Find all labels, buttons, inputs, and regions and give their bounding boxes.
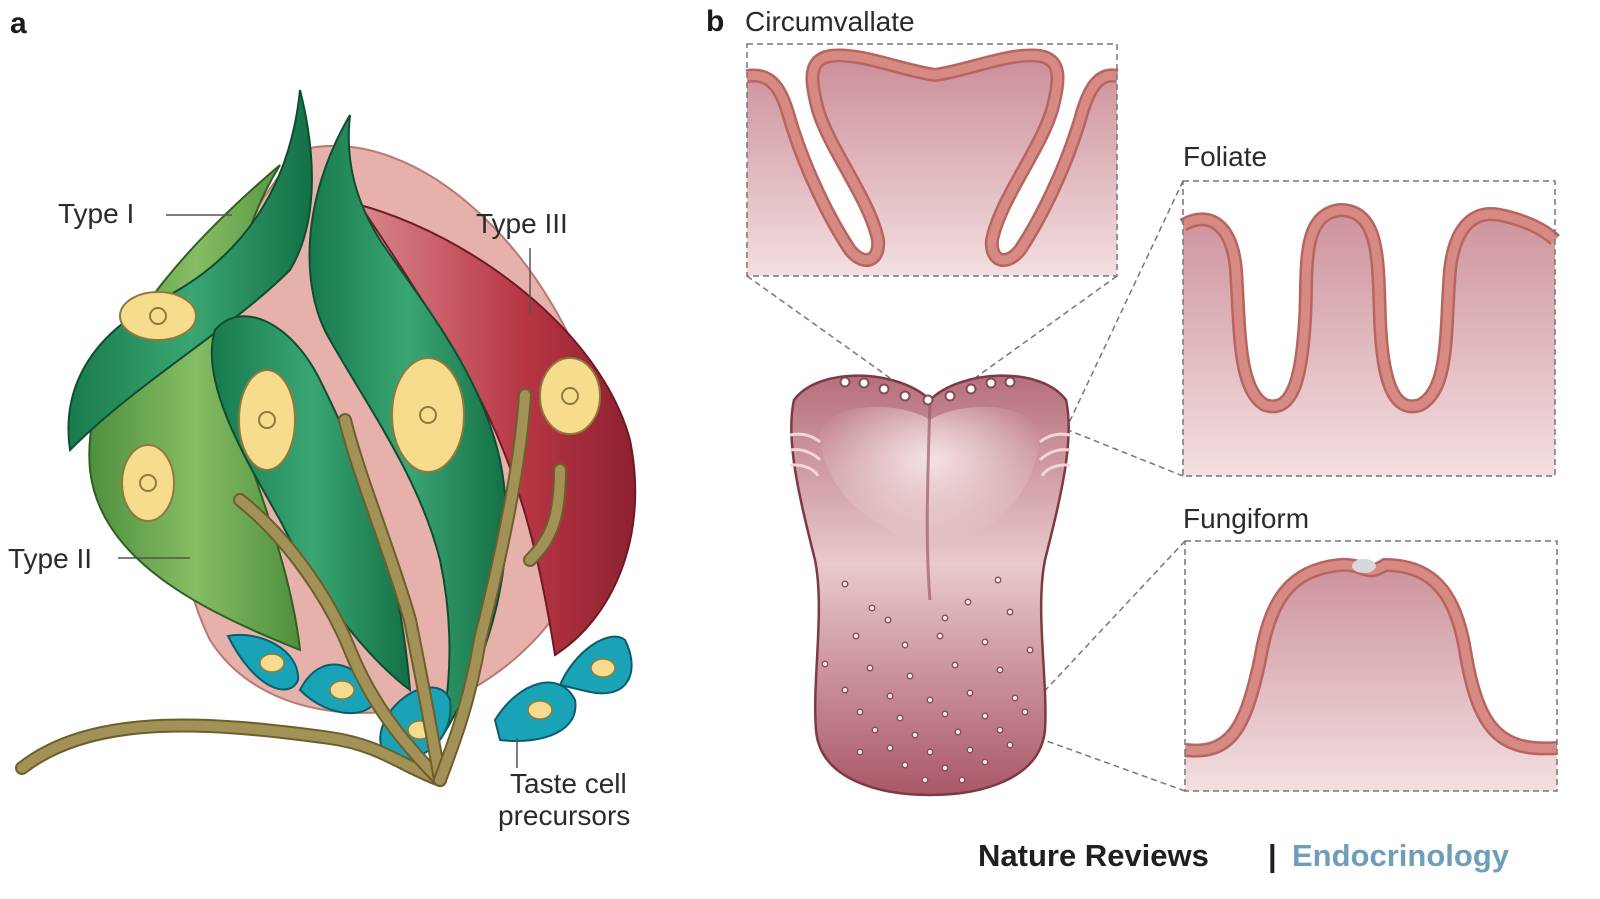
credit-separator: | xyxy=(1268,838,1277,873)
circumvallate-box xyxy=(745,43,1119,277)
label-type-i: Type I xyxy=(58,198,134,229)
fungiform-taste-pore xyxy=(1352,559,1376,573)
panel-a-letter: a xyxy=(10,7,27,40)
circumvallate-papillae-row xyxy=(839,376,1016,406)
label-precursors-line1: Taste cell xyxy=(510,768,627,799)
nerve-fibres xyxy=(15,388,567,787)
label-type-iii: Type III xyxy=(476,208,568,239)
panel-a-taste-bud: a Type I Type II Type III Taste cell pre… xyxy=(8,7,637,831)
type-i-nucleus xyxy=(119,291,197,341)
journal-credit: Nature Reviews | Endocrinology xyxy=(978,838,1510,873)
type-ii-nucleus xyxy=(121,444,175,522)
type-ii-tall-nucleus xyxy=(391,357,465,473)
fungiform-box xyxy=(1184,540,1558,792)
label-precursors-line2: precursors xyxy=(498,800,630,831)
fungiform-papillae-dots xyxy=(821,576,1034,784)
panel-b-letter: b xyxy=(706,5,724,38)
credit-journal: Nature Reviews xyxy=(978,838,1209,873)
type-iii-nucleus xyxy=(539,357,601,435)
tongue xyxy=(789,374,1071,797)
label-circumvallate: Circumvallate xyxy=(745,6,915,37)
label-type-ii: Type II xyxy=(8,543,92,574)
panel-b-papillae: b Circumvallate Foliate Fung xyxy=(706,5,1560,797)
label-fungiform: Fungiform xyxy=(1183,503,1309,534)
credit-section: Endocrinology xyxy=(1292,838,1510,873)
panel-a-leader-lines xyxy=(118,214,531,768)
label-foliate: Foliate xyxy=(1183,141,1267,172)
zoom-connectors xyxy=(746,180,1186,792)
type-i-cell xyxy=(67,89,313,453)
type-i-middle-nucleus xyxy=(238,369,296,471)
foliate-box xyxy=(1179,180,1560,477)
foliate-ridges xyxy=(789,432,1071,477)
